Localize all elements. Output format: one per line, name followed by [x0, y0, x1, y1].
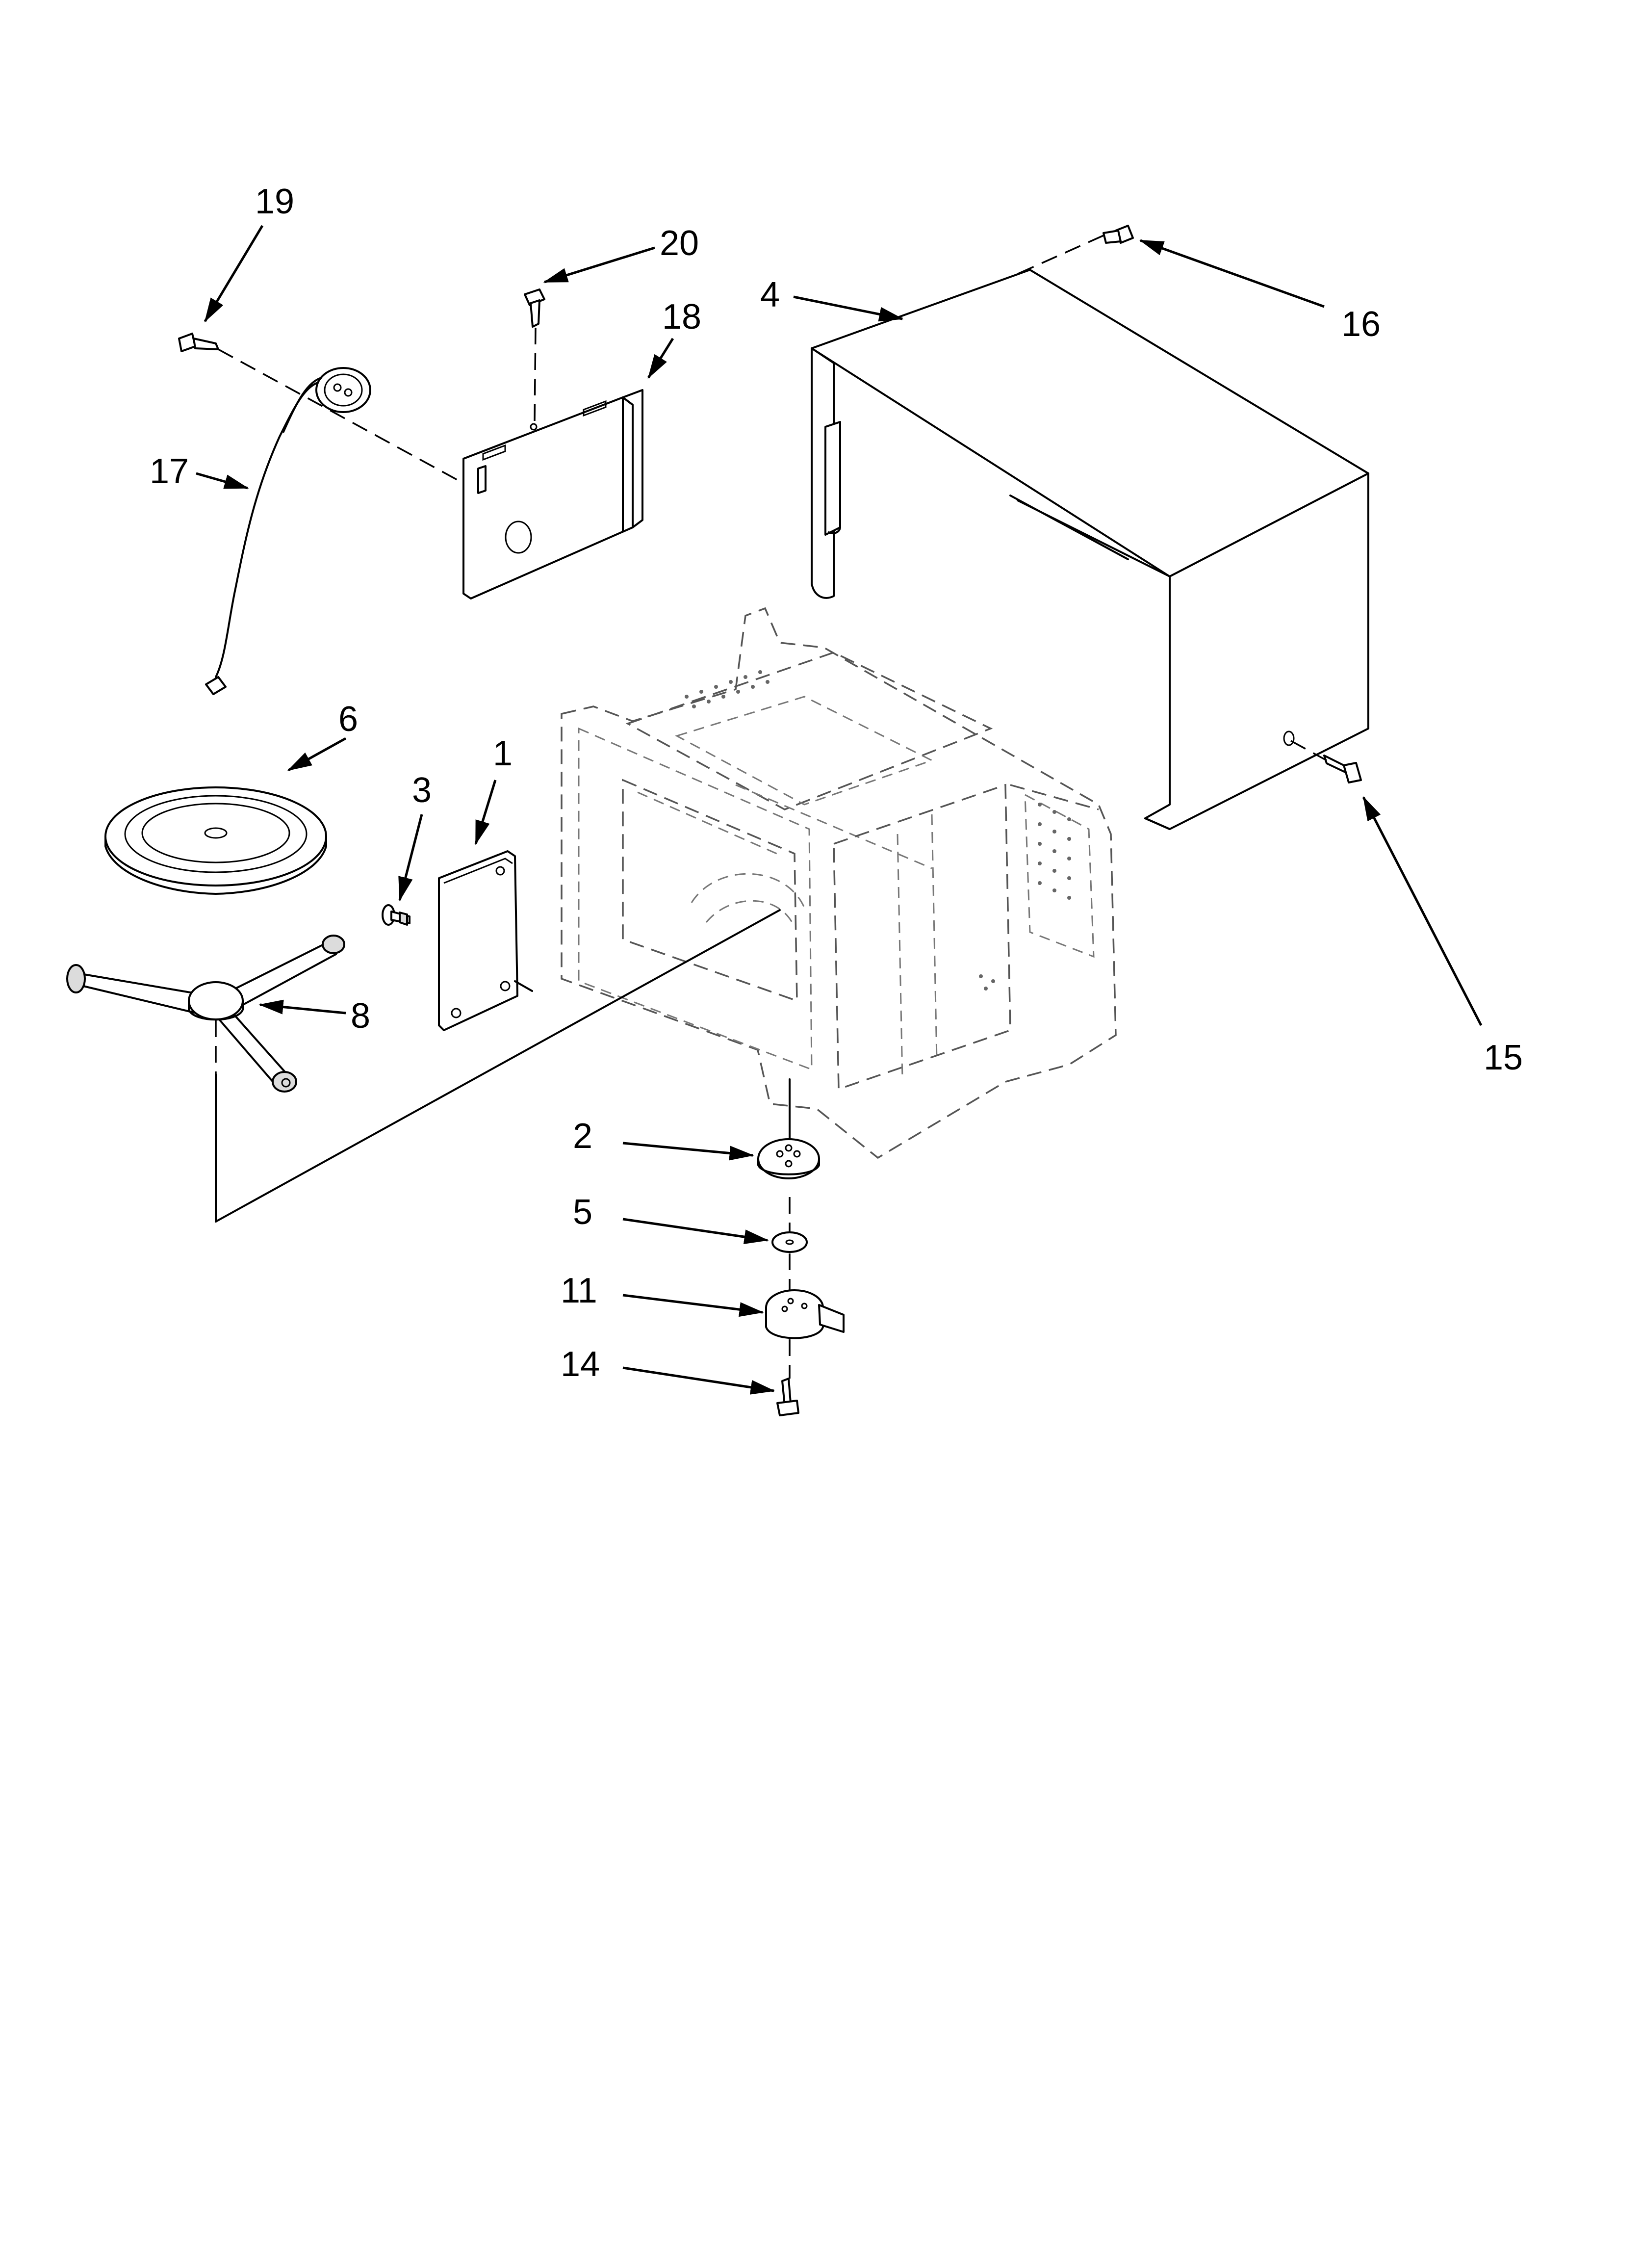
- turntable-motor: [765, 1289, 845, 1339]
- callout-17: 17: [150, 452, 189, 491]
- chassis-vent-dots: [685, 670, 1071, 991]
- callout-19: 19: [255, 182, 294, 221]
- mounting-bracket: [462, 389, 643, 600]
- assembly-center-lines: [215, 235, 1327, 1379]
- callout-15: 15: [1484, 1038, 1523, 1077]
- callout-18: 18: [662, 297, 701, 337]
- callout-8: 8: [351, 996, 370, 1036]
- cover-screw: [382, 904, 410, 926]
- bracket-screw: [524, 288, 545, 328]
- turntable-coupler: [757, 1138, 820, 1179]
- callout-14: 14: [561, 1345, 600, 1384]
- waveguide-cover: [438, 850, 533, 1031]
- glass-turntable-tray: [104, 786, 327, 895]
- callout-16: 16: [1341, 305, 1381, 344]
- callout-4: 4: [760, 275, 780, 314]
- thermal-cutout-sensor: [205, 367, 371, 695]
- callout-5: 5: [573, 1193, 592, 1232]
- callout-leaders: [196, 225, 1483, 1395]
- turntable-roller-support: [66, 935, 345, 1093]
- callout-3: 3: [412, 771, 432, 810]
- top-screw: [1103, 225, 1134, 244]
- callout-11: 11: [561, 1271, 597, 1310]
- sensor-screw: [178, 333, 219, 352]
- callout-20: 20: [660, 224, 699, 263]
- callout-2: 2: [573, 1117, 592, 1156]
- callout-6: 6: [338, 700, 358, 739]
- side-screw: [1323, 755, 1362, 783]
- washer: [771, 1231, 808, 1253]
- callout-1: 1: [493, 734, 513, 773]
- oven-chassis-phantom: [561, 607, 1117, 1159]
- motor-screw: [776, 1378, 799, 1416]
- callout-labels: 19 20 18 4 16 17 6 1 3 8 15 2 5 11 14: [150, 182, 1523, 1384]
- outer-cabinet-wrapper: [811, 269, 1369, 830]
